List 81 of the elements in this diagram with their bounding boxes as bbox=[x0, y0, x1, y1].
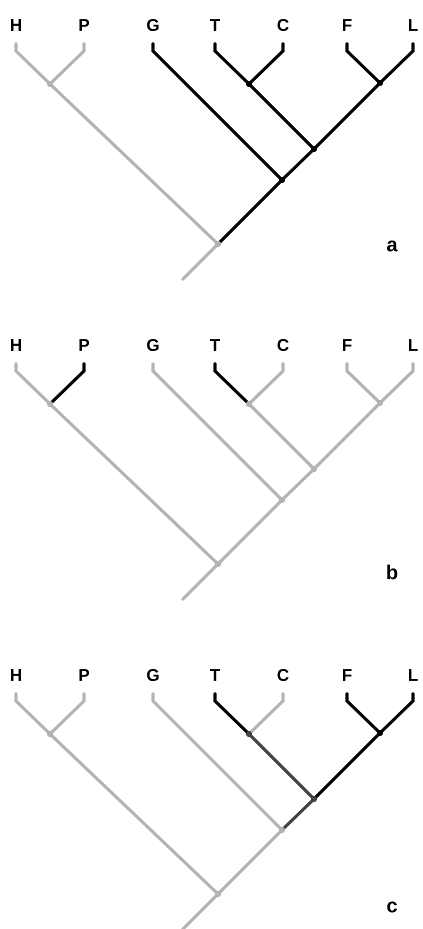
branch-line bbox=[14, 692, 52, 736]
branch-line bbox=[181, 242, 220, 281]
leaf-label: G bbox=[147, 18, 159, 32]
branch-line bbox=[216, 178, 284, 246]
branch-line bbox=[312, 81, 382, 151]
leaf-label: G bbox=[147, 338, 159, 352]
branch-point bbox=[215, 241, 221, 247]
branch-point bbox=[246, 401, 252, 407]
branch-line bbox=[48, 732, 220, 896]
branch-line bbox=[48, 692, 86, 736]
leaf-label: C bbox=[278, 18, 289, 32]
branch-line bbox=[280, 467, 316, 502]
branch-line bbox=[48, 402, 220, 566]
branch-line bbox=[247, 362, 285, 406]
leaf-label: C bbox=[278, 669, 289, 682]
leaf-label: F bbox=[342, 19, 352, 31]
branch-line bbox=[345, 42, 382, 85]
branch-point bbox=[47, 731, 53, 737]
branch-line bbox=[345, 362, 382, 405]
branch-point bbox=[377, 80, 383, 86]
branch-line bbox=[247, 732, 316, 801]
leaf-label: L bbox=[408, 669, 418, 681]
branch-point bbox=[377, 730, 383, 736]
leaf-label: F bbox=[342, 669, 352, 681]
branch-line bbox=[312, 401, 382, 471]
branch-line bbox=[280, 147, 316, 182]
branch-point bbox=[279, 497, 285, 503]
branch-point bbox=[279, 177, 285, 183]
leaf-label: L bbox=[408, 339, 418, 351]
branch-line bbox=[213, 42, 251, 86]
leaf-label: H bbox=[11, 339, 21, 351]
leaf-label: C bbox=[278, 338, 289, 352]
branch-line bbox=[216, 828, 284, 896]
leaf-label: P bbox=[79, 339, 90, 351]
leaf-label: H bbox=[11, 669, 21, 681]
leaf-label: P bbox=[79, 669, 90, 681]
branch-line bbox=[216, 498, 284, 566]
branch-line bbox=[213, 362, 251, 406]
branch-line bbox=[48, 362, 86, 406]
branch-point bbox=[246, 731, 252, 737]
branch-point bbox=[311, 796, 317, 802]
branch-line bbox=[345, 692, 382, 735]
branch-line bbox=[151, 692, 284, 832]
branch-point bbox=[246, 81, 252, 87]
branch-line bbox=[378, 692, 415, 735]
branch-line bbox=[378, 362, 415, 405]
leaf-label: T bbox=[210, 669, 220, 681]
branch-line bbox=[312, 731, 382, 801]
branch-line bbox=[181, 892, 220, 929]
branch-line bbox=[48, 42, 86, 86]
branch-point bbox=[311, 466, 317, 472]
panel-letter: a bbox=[387, 240, 398, 252]
leaf-label: T bbox=[210, 339, 220, 351]
branch-line bbox=[14, 42, 52, 86]
branch-line bbox=[280, 797, 316, 832]
branch-point bbox=[47, 401, 53, 407]
branch-line bbox=[213, 692, 251, 736]
branch-point bbox=[311, 146, 317, 152]
branch-line bbox=[14, 362, 52, 406]
branch-point bbox=[279, 827, 285, 833]
branch-line bbox=[151, 362, 284, 502]
leaf-label: H bbox=[11, 19, 21, 31]
branch-line bbox=[48, 82, 220, 246]
branch-line bbox=[247, 402, 316, 471]
branch-line bbox=[247, 692, 285, 736]
panel-letter: b bbox=[387, 564, 398, 580]
branch-point bbox=[47, 81, 53, 87]
branch-point bbox=[215, 561, 221, 567]
branch-point bbox=[215, 891, 221, 897]
branch-line bbox=[247, 42, 285, 86]
leaf-label: T bbox=[210, 19, 220, 31]
branch-line bbox=[151, 42, 284, 182]
leaf-label: G bbox=[147, 669, 159, 682]
leaf-label: L bbox=[408, 19, 418, 31]
branch-line bbox=[378, 42, 415, 85]
branch-point bbox=[377, 400, 383, 406]
branch-line bbox=[181, 562, 220, 601]
leaf-label: F bbox=[342, 339, 352, 351]
leaf-label: P bbox=[79, 19, 90, 31]
branch-line bbox=[247, 82, 316, 151]
panel-letter: c bbox=[387, 902, 397, 912]
